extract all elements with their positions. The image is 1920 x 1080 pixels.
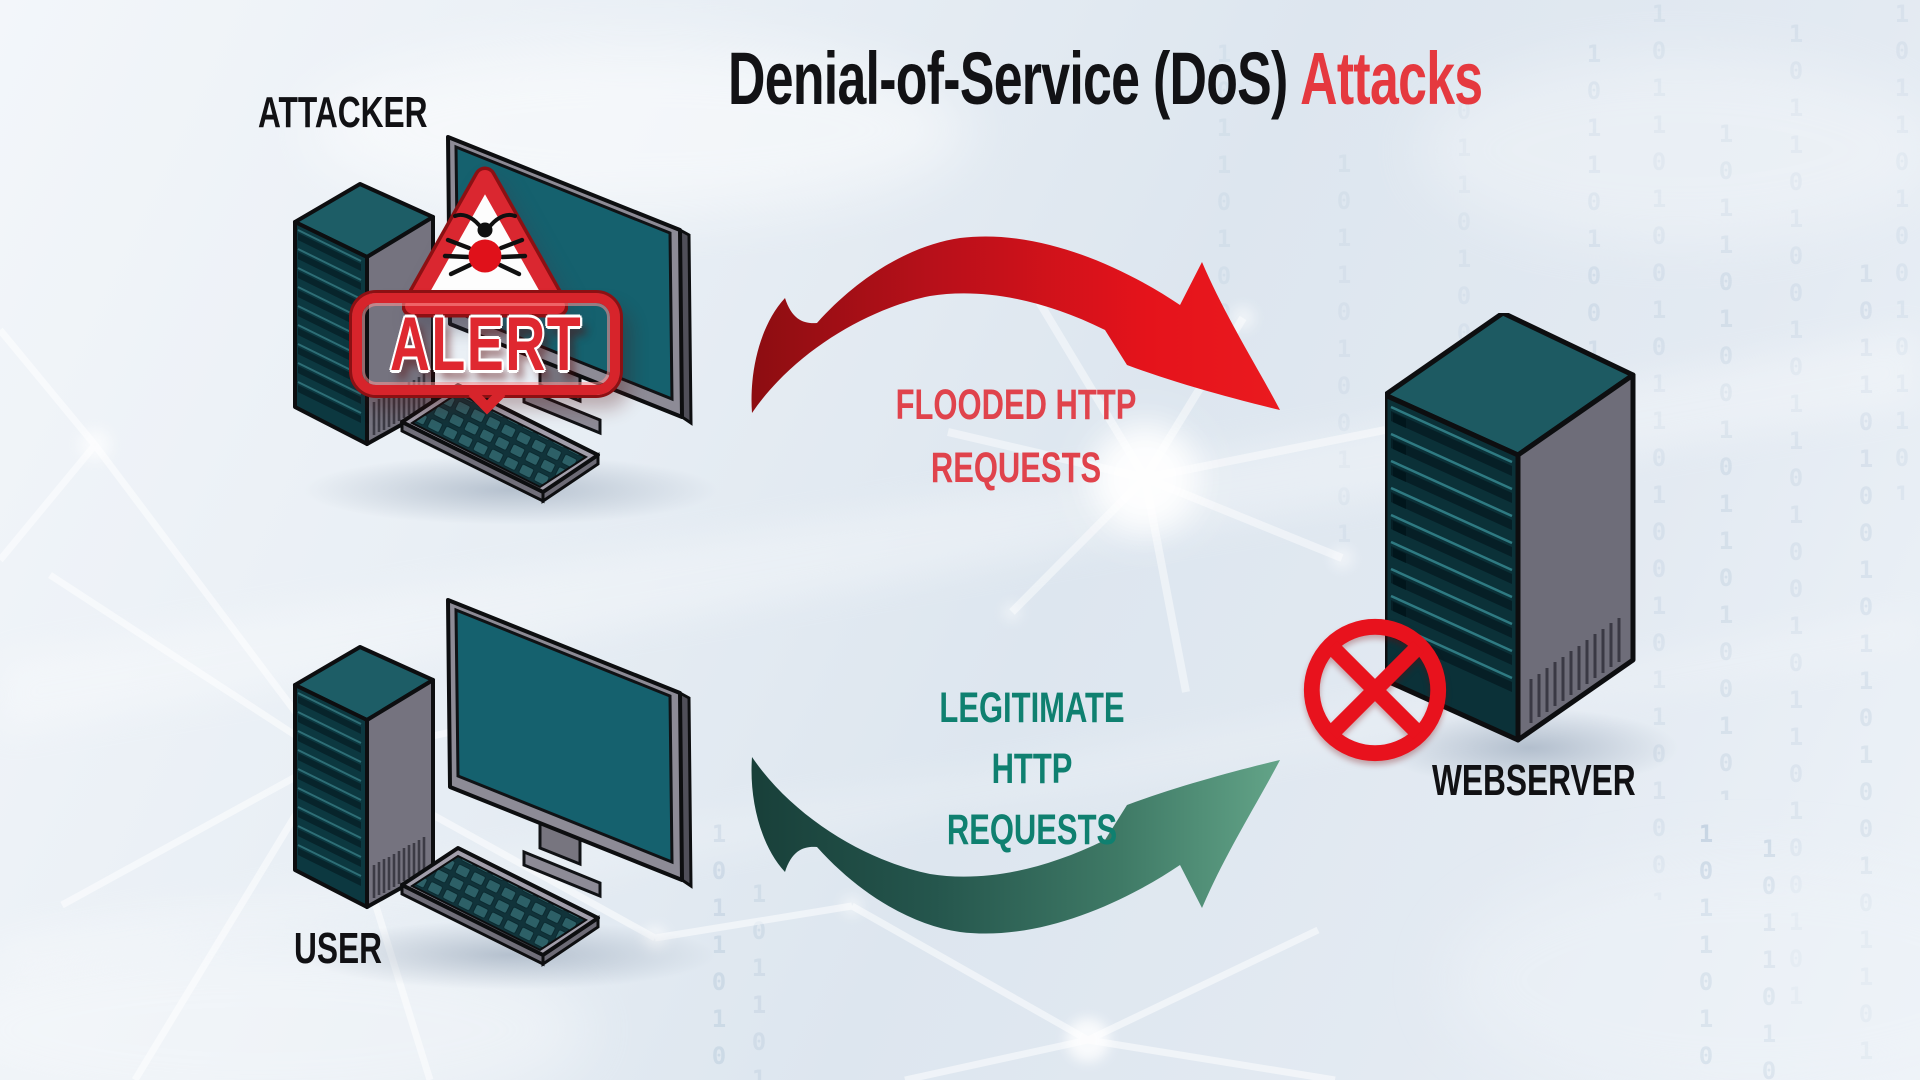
flooded-requests-label: FLOODED HTTP REQUESTS — [895, 381, 1137, 492]
user-label: USER — [294, 924, 383, 973]
attacker-label: ATTACKER — [258, 88, 428, 137]
alert-badge-text: ALERT — [389, 302, 583, 387]
binary-watermark: 1011010010110100101101001011010010110100… — [705, 820, 733, 1080]
legitimate-requests-arrow — [751, 757, 1280, 934]
bug-icon — [442, 212, 528, 277]
flooded-requests-arrow — [751, 236, 1280, 413]
binary-watermark: 1011010010110100101101001011010010110100… — [745, 880, 773, 1080]
alert-badge: ALERT — [352, 293, 620, 395]
user-computer-illustration — [290, 590, 694, 970]
legitimate-requests-label: LEGITIMATE HTTP REQUESTS — [939, 684, 1125, 854]
title-highlight: Attacks — [1300, 37, 1483, 120]
binary-watermark: 1011010010110100101101001011010010110100… — [1888, 0, 1916, 500]
webserver-label: WEBSERVER — [1432, 756, 1636, 805]
webserver-illustration — [1385, 313, 1636, 743]
title-prefix: Denial-of-Service (DoS) — [728, 37, 1288, 120]
blocked-prohibition-icon — [1303, 618, 1447, 762]
page-title: Denial-of-Service (DoS)Attacks — [728, 36, 1483, 121]
